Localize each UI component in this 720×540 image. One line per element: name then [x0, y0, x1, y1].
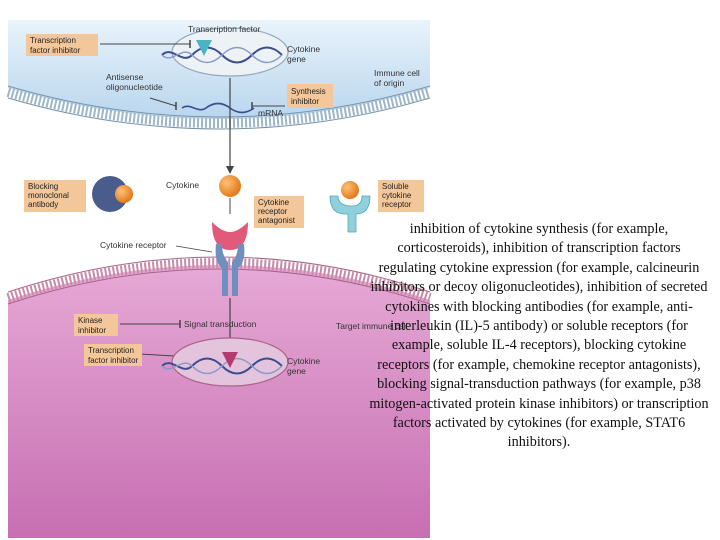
antibody-l1: Blocking — [28, 182, 58, 191]
tf-inhibitor-bottom-l1: Transcription — [88, 346, 134, 355]
svg-text:antibody: antibody — [28, 200, 58, 209]
synthesis-l1: Synthesis — [291, 87, 326, 96]
antibody-l2: monoclonal — [28, 191, 69, 200]
svg-text:factor inhibitor: factor inhibitor — [88, 356, 139, 365]
antagonist-l2: receptor — [258, 207, 288, 216]
tf-inhibitor-top-l2: factor inhibitor — [30, 46, 81, 55]
description-caption: inhibition of cytokine synthesis (for ex… — [369, 221, 709, 451]
cytokine-ball — [219, 175, 241, 197]
tf-inhibitor-top-l1: Transcription — [30, 36, 76, 45]
svg-text:receptor: receptor — [382, 200, 412, 209]
transcription-factor-bottom — [222, 352, 238, 368]
label-box-soluble — [378, 180, 424, 212]
cytokine-receptor-right — [232, 244, 245, 296]
cytokine-receptor-left — [215, 244, 228, 296]
soluble-l1: Soluble — [382, 182, 409, 191]
svg-text:inhibitor: inhibitor — [78, 326, 106, 335]
svg-text:Cytokine: Cytokine — [258, 198, 290, 207]
synthesis-l2: inhibitor — [291, 97, 319, 106]
kinase-l1: Kinase — [78, 316, 103, 325]
cytokine-gene-top-l1: Cytokine — [287, 44, 320, 54]
label-box-antibody — [24, 180, 86, 212]
svg-text:inhibitor: inhibitor — [291, 97, 319, 106]
svg-text:antagonist: antagonist — [258, 216, 296, 225]
cytokine-gene-bottom-l1: Cytokine — [287, 356, 320, 366]
antibody-l3: antibody — [28, 200, 58, 209]
svg-text:Soluble: Soluble — [382, 182, 409, 191]
tf-inhibitor-bottom-l2: factor inhibitor — [88, 356, 139, 365]
antagonist-l1: Cytokine — [258, 198, 290, 207]
antagonist-l3: antagonist — [258, 216, 296, 225]
immune-cell-l1: Immune cell — [374, 68, 420, 78]
svg-text:factor inhibitor: factor inhibitor — [30, 46, 81, 55]
svg-text:cytokine: cytokine — [382, 191, 412, 200]
label-target-immune-cell: Target immune cell — [336, 321, 407, 331]
svg-text:Cytokine: Cytokine — [287, 44, 320, 54]
target-immune-cell — [8, 265, 430, 538]
label-box-tf-inhibitor-bottom — [84, 344, 142, 366]
soluble-l2: cytokine — [382, 191, 412, 200]
svg-text:of origin: of origin — [374, 78, 405, 88]
label-box-kinase — [74, 314, 118, 336]
svg-text:gene: gene — [287, 54, 306, 64]
label-box-synthesis — [287, 84, 333, 108]
kinase-l2: inhibitor — [78, 326, 106, 335]
svg-text:Antisense: Antisense — [106, 72, 144, 82]
soluble-l3: receptor — [382, 200, 412, 209]
receptor-antagonist-icon — [212, 222, 248, 250]
svg-text:oligonucleotide: oligonucleotide — [106, 82, 163, 92]
transcription-factor-top — [196, 40, 212, 56]
monoclonal-antibody-icon — [92, 176, 128, 212]
label-cytokine: Cytokine — [166, 180, 199, 190]
svg-text:Synthesis: Synthesis — [291, 87, 326, 96]
label-box-antagonist — [254, 196, 304, 228]
soluble-receptor-icon — [329, 195, 371, 233]
mrna-strand — [181, 102, 255, 114]
label-box-tf-inhibitor-top — [26, 34, 98, 56]
top-membrane — [6, 87, 432, 128]
svg-text:Kinase: Kinase — [78, 316, 103, 325]
antisense-l1: Antisense — [106, 72, 144, 82]
svg-text:gene: gene — [287, 366, 306, 376]
svg-text:receptor: receptor — [258, 207, 288, 216]
svg-text:Transcription: Transcription — [88, 346, 134, 355]
label-mrna: mRNA — [258, 108, 283, 118]
cytokine-gene-top-l2: gene — [287, 54, 306, 64]
antisense-l2: oligonucleotide — [106, 82, 163, 92]
svg-text:monoclonal: monoclonal — [28, 191, 69, 200]
cytokine-gene-bottom-l2: gene — [287, 366, 306, 376]
svg-text:Cytokine: Cytokine — [287, 356, 320, 366]
label-signal-transduction: Signal transduction — [184, 319, 257, 329]
immune-cell-l2: of origin — [374, 78, 405, 88]
svg-text:Transcription: Transcription — [30, 36, 76, 45]
inhibitor-line-antisense — [149, 97, 177, 107]
label-cytokine-receptor: Cytokine receptor — [100, 240, 167, 250]
svg-text:Blocking: Blocking — [28, 182, 58, 191]
svg-text:Immune cell: Immune cell — [374, 68, 420, 78]
top-nucleus — [171, 27, 289, 77]
label-transcription-factor: Transcription factor — [188, 24, 261, 34]
